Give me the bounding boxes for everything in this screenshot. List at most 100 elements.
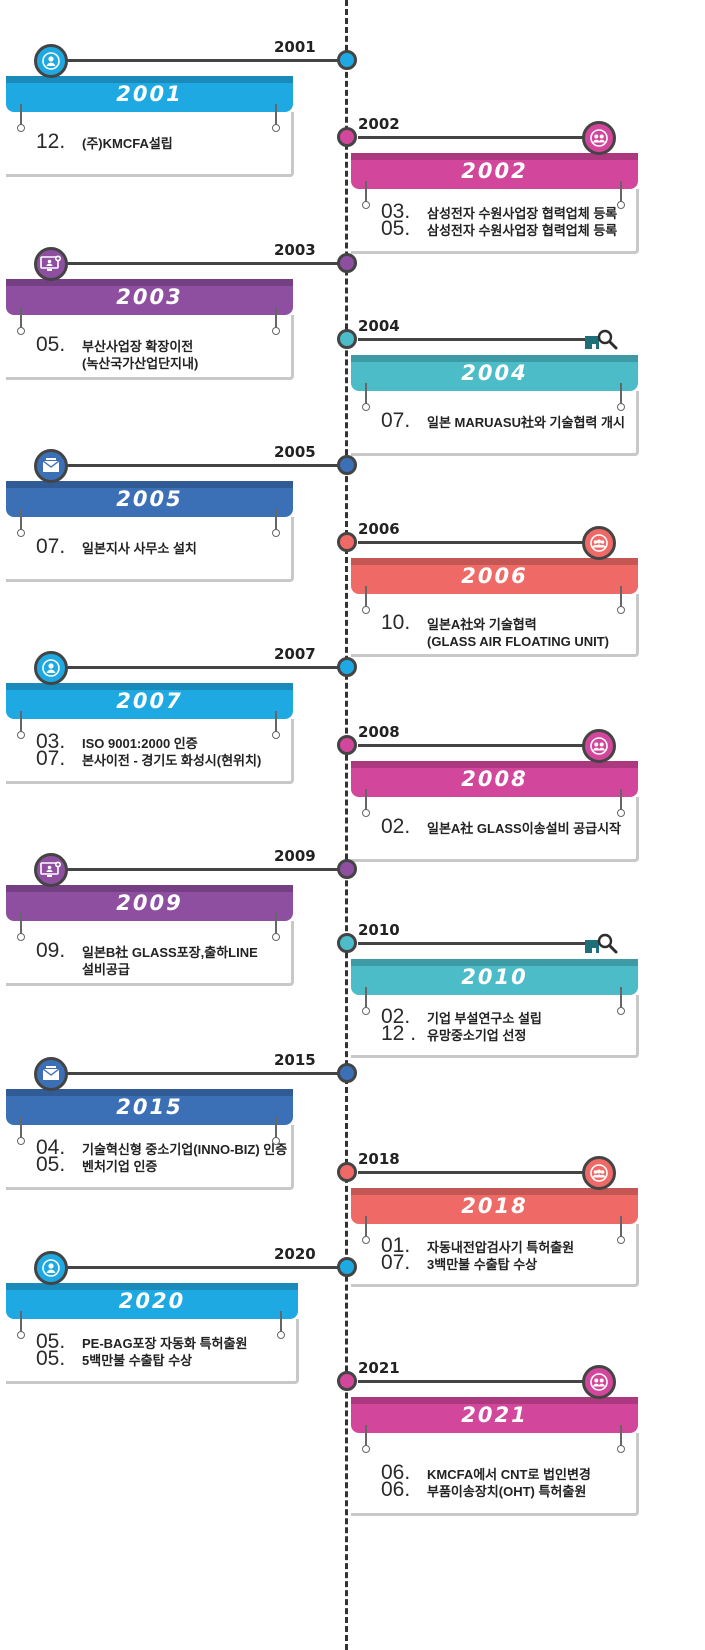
year-banner-text: 2008 — [461, 767, 528, 791]
event-item: 03.ISO 9001:2000 인증 — [36, 730, 198, 754]
event-item: 12 . 유망중소기업 선정 — [381, 1022, 526, 1046]
event-month: 06. — [381, 1461, 411, 1484]
year-banner: 2005 — [6, 481, 293, 517]
group-icon — [582, 729, 616, 763]
year-banner-text: 2005 — [116, 487, 183, 511]
year-label: 2008 — [358, 723, 400, 741]
event-text: 부산사업장 확장이전 (녹산국가산업단지내) — [82, 339, 199, 371]
year-banner: 2010 — [351, 959, 638, 995]
event-text: 일본A社 GLASS이송설비 공급시작 — [427, 821, 621, 836]
timeline-connector — [358, 541, 600, 544]
year-label: 2018 — [358, 1150, 400, 1168]
event-item: 05.벤처기업 인증 — [36, 1153, 157, 1177]
event-month: 05. — [36, 1330, 66, 1353]
year-banner: 2001 — [6, 76, 293, 112]
year-banner-text: 2004 — [461, 361, 528, 385]
event-text: ISO 9001:2000 인증 — [82, 736, 198, 751]
event-text: 일본 MARUASU社와 기술협력 개시 — [427, 415, 625, 430]
event-month: 07. — [381, 1251, 411, 1274]
banner-hook — [617, 1216, 625, 1244]
person-icon — [34, 1251, 68, 1285]
year-banner: 2002 — [351, 153, 638, 189]
year-banner-text: 2007 — [116, 689, 183, 713]
event-text: 삼성전자 수원사업장 협력업체 등록 — [427, 223, 618, 238]
year-banner: 2004 — [351, 355, 638, 391]
year-banner: 2015 — [6, 1089, 293, 1125]
banner-hook — [617, 987, 625, 1015]
event-text: 일본B社 GLASS포장,출하LINE 설비공급 — [82, 945, 258, 977]
event-item: 02. 일본A社 GLASS이송설비 공급시작 — [381, 815, 621, 839]
monitor-user-icon — [34, 853, 68, 887]
year-banner: 2020 — [6, 1283, 298, 1319]
event-card: 09.일본B社 GLASS포장,출하LINE 설비공급 — [6, 921, 294, 986]
event-text: 본사이전 - 경기도 화성시(현위치) — [82, 753, 262, 768]
event-month: 05. — [36, 1153, 66, 1176]
timeline-connector — [358, 744, 600, 747]
year-label: 2006 — [358, 520, 400, 538]
event-month: 07. — [36, 747, 66, 770]
event-item: 09.일본B社 GLASS포장,출하LINE 설비공급 — [36, 939, 258, 978]
timeline-connector — [358, 1171, 600, 1174]
timeline-dot-2021 — [337, 1371, 357, 1391]
timeline-axis — [345, 0, 348, 1650]
event-card: 07.일본지사 사무소 설치 — [6, 517, 294, 582]
event-text: 유망중소기업 선정 — [427, 1028, 527, 1043]
year-banner: 2007 — [6, 683, 293, 719]
banner-hook — [277, 1311, 285, 1339]
timeline-connector — [358, 942, 600, 945]
banner-hook — [17, 104, 25, 132]
year-banner-text: 2002 — [461, 159, 528, 183]
banner-hook — [17, 509, 25, 537]
timeline-dot-2010 — [337, 933, 357, 953]
mail-icon — [34, 1057, 68, 1091]
event-text: 일본지사 사무소 설치 — [82, 541, 197, 556]
event-month: 02. — [381, 815, 411, 838]
timeline-dot-2015 — [337, 1063, 357, 1083]
banner-hook — [272, 913, 280, 941]
year-label: 2021 — [358, 1359, 400, 1377]
event-item: 06.부품이송장치(OHT) 특허출원 — [381, 1478, 586, 1502]
person-icon — [34, 44, 68, 78]
event-text: 5백만불 수출탑 수상 — [82, 1353, 193, 1368]
event-item: 10.일본A社와 기술협력 (GLASS AIR FLOATING UNIT) — [381, 611, 609, 650]
event-item: 05. 5백만불 수출탑 수상 — [36, 1347, 192, 1371]
banner-hook — [617, 789, 625, 817]
event-text: 자동내전압검사기 특허출원 — [427, 1240, 575, 1255]
event-month: 12 . — [381, 1022, 417, 1045]
timeline-dot-2002 — [337, 127, 357, 147]
event-month: 01. — [381, 1234, 411, 1257]
banner-hook — [272, 711, 280, 739]
banner-hook — [362, 789, 370, 817]
group-icon — [582, 121, 616, 155]
event-card: 05. 부산사업장 확장이전 (녹산국가산업단지내) — [6, 315, 294, 380]
banner-hook — [617, 1425, 625, 1453]
year-label: 2015 — [274, 1051, 316, 1069]
event-month: 05. — [36, 333, 66, 356]
event-item: 01. 자동내전압검사기 특허출원 — [381, 1234, 574, 1258]
timeline-dot-2007 — [337, 657, 357, 677]
timeline-connector — [358, 338, 600, 341]
year-banner-text: 2021 — [461, 1403, 528, 1427]
year-banner-text: 2006 — [461, 564, 528, 588]
timeline-connector — [52, 59, 338, 62]
event-month: 04. — [36, 1136, 66, 1159]
event-card: 12.(주)KMCFA설립 — [6, 112, 294, 177]
banner-hook — [362, 586, 370, 614]
timeline-connector — [52, 666, 338, 669]
event-month: 05. — [36, 1347, 66, 1370]
year-banner: 2003 — [6, 279, 293, 315]
event-text: 삼성전자 수원사업장 협력업체 등록 — [427, 206, 618, 221]
banner-hook — [17, 913, 25, 941]
year-banner-text: 2018 — [461, 1194, 528, 1218]
year-banner-text: 2010 — [461, 965, 528, 989]
banner-hook — [17, 1117, 25, 1145]
event-item: 07.일본지사 사무소 설치 — [36, 535, 197, 559]
event-month: 07. — [381, 409, 411, 432]
event-text: 부품이송장치(OHT) 특허출원 — [427, 1484, 587, 1499]
banner-hook — [272, 307, 280, 335]
year-banner-text: 2020 — [118, 1289, 186, 1313]
